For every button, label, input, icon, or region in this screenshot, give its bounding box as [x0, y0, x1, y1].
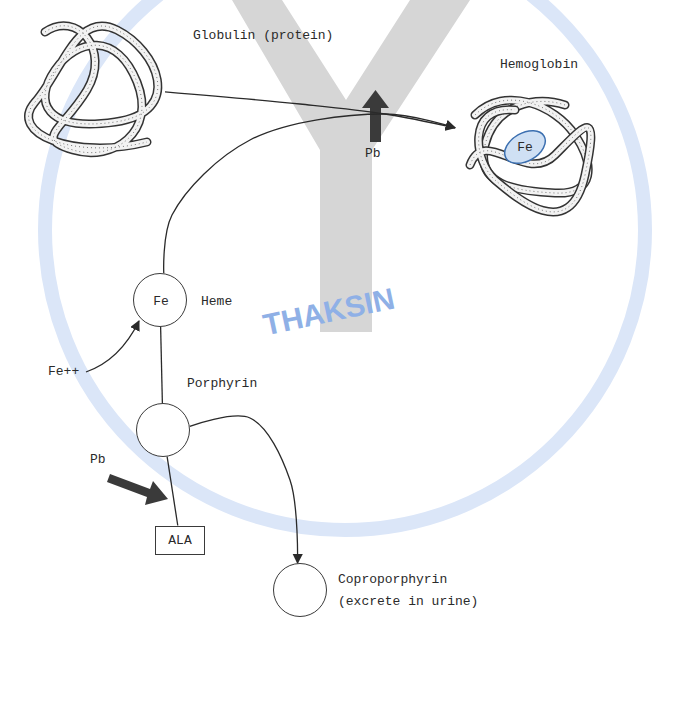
porphyrin-circle: Porphyrin: [136, 403, 190, 457]
element-label: Pb: [90, 452, 106, 467]
hemoglobin-illustration: HemoglobinFe: [455, 85, 605, 200]
ribbon-fill: [29, 26, 158, 153]
node-heading: Globulin (protein): [193, 28, 333, 43]
ribbon-outline: [29, 26, 158, 153]
watermark-shape: [232, 0, 470, 332]
protein-drawing: [15, 10, 165, 160]
heme-disk: [499, 124, 551, 170]
ribbon-dots: [29, 26, 158, 153]
box-label: ALA: [168, 533, 191, 548]
node-heading: Coproporphyrin: [338, 572, 447, 587]
iron-label: Fe: [517, 140, 533, 155]
connector-layer: [161, 92, 455, 563]
iron-arrow: [86, 321, 139, 372]
inhibition-arrow: [107, 474, 168, 505]
excretion-circle: Coproporphyrin(excrete in urine): [273, 563, 327, 617]
pathway-connector: [190, 416, 298, 563]
ribbon-outline: [470, 110, 591, 212]
inhibition-arrow: [362, 90, 389, 142]
node-heading: Porphyrin: [187, 376, 257, 391]
node-heading: Heme: [201, 294, 232, 309]
pathway-connector: [161, 327, 163, 403]
heme-circle: FeHeme: [133, 273, 187, 327]
element-label: Pb: [365, 146, 381, 161]
iron-label: Fe: [153, 294, 169, 309]
ribbon-fill: [470, 110, 591, 212]
protein-illustration: Globulin (protein): [15, 10, 165, 160]
note-text: (excrete in urine): [338, 594, 478, 609]
pathway-connector: [164, 114, 455, 273]
ion-label: Fe++: [48, 364, 79, 379]
pathway-connector: [165, 92, 455, 128]
watermark: THAKSIN: [262, 290, 396, 332]
pathway-connector: [167, 457, 178, 526]
process-box: ALA: [155, 526, 204, 555]
ribbon-dots: [470, 110, 591, 212]
node-heading: Hemoglobin: [500, 57, 578, 72]
